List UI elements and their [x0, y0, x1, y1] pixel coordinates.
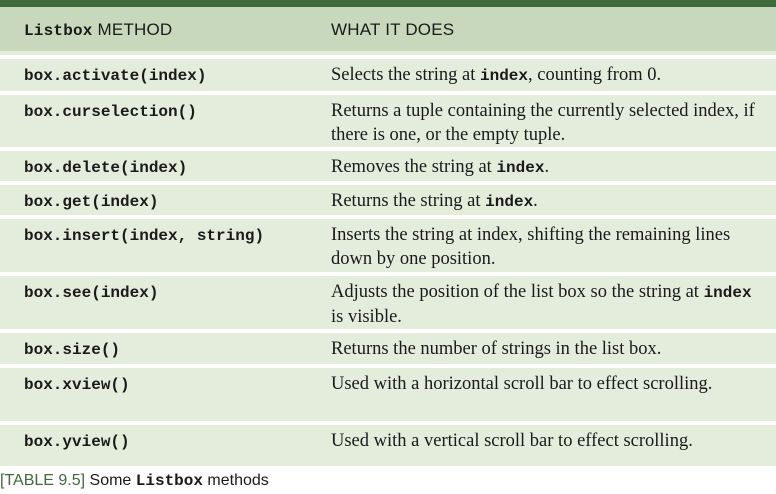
method-cell: box.get(index) [24, 193, 159, 211]
description-code: index [485, 193, 534, 211]
caption-text: Some [85, 472, 136, 489]
table-row: box.yview() Used with a vertical scroll … [0, 421, 776, 466]
table-top-rule [0, 0, 776, 7]
table-row: box.delete(index) Removes the string at … [0, 147, 776, 181]
header-method-rest: METHOD [92, 20, 173, 39]
table-row: box.curselection() Returns a tuple conta… [0, 91, 776, 147]
description-cell: Inserts the string at index, shifting th… [331, 223, 761, 271]
description-text: Used with a vertical scroll bar to effec… [331, 431, 693, 451]
description-text: , counting from 0. [528, 65, 662, 85]
caption-tag: [TABLE 9.5] [0, 472, 86, 489]
description-cell: Selects the string at index, counting fr… [331, 63, 761, 88]
table-row: box.insert(index, string) Inserts the st… [0, 215, 776, 272]
table-row: box.see(index) Adjusts the position of t… [0, 272, 776, 329]
method-cell: box.see(index) [24, 284, 159, 302]
method-cell: box.curselection() [24, 103, 197, 121]
method-cell: box.size() [24, 341, 121, 359]
description-text: Returns a tuple containing the currently… [331, 101, 755, 145]
method-cell: box.insert(index, string) [24, 227, 265, 245]
description-text: is visible. [331, 307, 402, 327]
description-text: Selects the string at [331, 65, 480, 85]
table-caption: [TABLE 9.5] Some Listbox methods [0, 472, 269, 490]
method-cell: box.yview() [24, 433, 130, 451]
caption-text: methods [202, 472, 269, 489]
description-text: Returns the string at [331, 191, 486, 211]
description-cell: Used with a vertical scroll bar to effec… [331, 429, 761, 453]
description-text: Removes the string at [331, 157, 497, 177]
description-text: Inserts the string at index, shifting th… [331, 225, 731, 269]
header-method: Listbox METHOD [24, 20, 172, 40]
table-row: box.get(index) Returns the string at ind… [0, 181, 776, 215]
description-cell: Returns the number of strings in the lis… [331, 337, 761, 361]
table-row: box.size() Returns the number of strings… [0, 329, 776, 364]
description-cell: Removes the string at index. [331, 155, 761, 180]
table-row: box.activate(index) Selects the string a… [0, 55, 776, 91]
description-text: Returns the number of strings in the lis… [331, 339, 662, 359]
description-text: Adjusts the position of the list box so … [331, 282, 704, 302]
method-cell: box.delete(index) [24, 159, 188, 177]
header-what-it-does: WHAT IT DOES [331, 20, 455, 39]
description-code: index [496, 159, 545, 177]
description-cell: Returns the string at index. [331, 189, 761, 214]
description-text: . [544, 157, 550, 177]
table-row: box.xview() Used with a horizontal scrol… [0, 364, 776, 421]
method-cell: box.activate(index) [24, 67, 207, 85]
description-code: index [480, 67, 529, 85]
description-cell: Used with a horizontal scroll bar to eff… [331, 372, 761, 396]
method-cell: box.xview() [24, 376, 130, 394]
description-text: Used with a horizontal scroll bar to eff… [331, 374, 713, 394]
caption-code: Listbox [135, 472, 203, 490]
description-cell: Returns a tuple containing the currently… [331, 99, 761, 147]
description-text: . [533, 191, 538, 211]
description-cell: Adjusts the position of the list box so … [331, 280, 761, 329]
listbox-methods-table: Listbox METHOD WHAT IT DOES box.activate… [0, 0, 776, 466]
description-code: index [703, 284, 752, 302]
header-method-mono: Listbox [24, 22, 93, 40]
table-header: Listbox METHOD WHAT IT DOES [0, 7, 776, 51]
